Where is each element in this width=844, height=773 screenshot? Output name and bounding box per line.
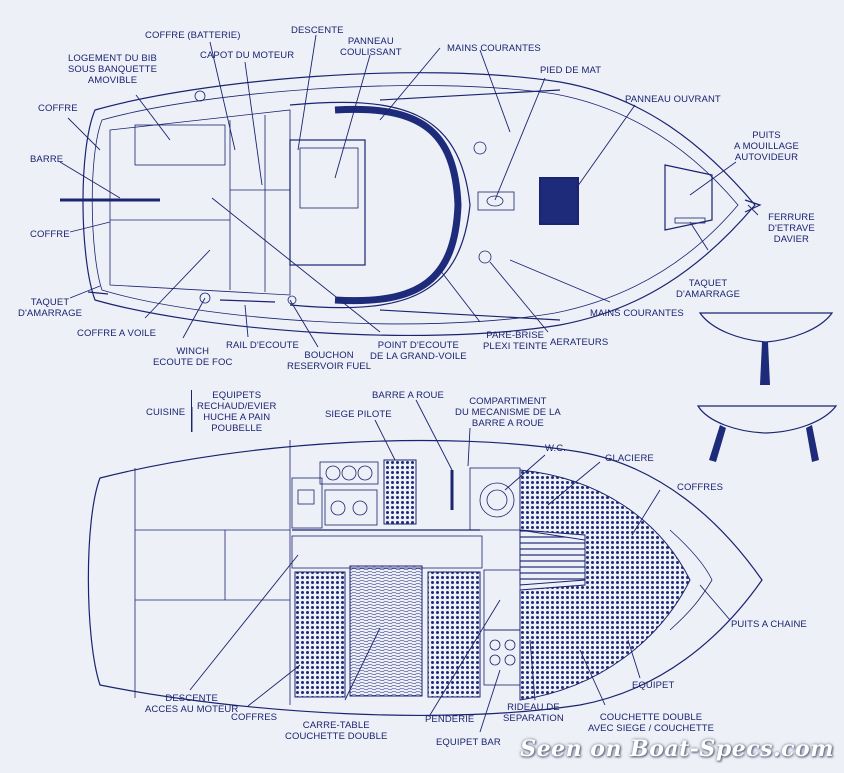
v-berth (519, 469, 691, 701)
saloon-settee-left (294, 571, 346, 698)
bib-locker (134, 124, 226, 166)
windshield (334, 105, 462, 305)
label-coffre-a-voile: COFFRE A VOILE (77, 328, 157, 339)
label-coffres-bottom: COFFRES (231, 712, 278, 723)
label-coffre-top: COFFRE (38, 103, 78, 114)
bilge-keel-left (709, 425, 726, 462)
saloon-settee-right (427, 571, 481, 698)
label-barre: BARRE (30, 154, 64, 165)
leader-lines (59, 34, 759, 733)
label-capot-moteur: CAPOT DU MOTEUR (200, 50, 295, 61)
deck-plan (60, 72, 762, 337)
cuisine-bracket (191, 390, 192, 432)
keel-profiles (696, 312, 838, 462)
label-glaciere: GLACIERE (605, 453, 654, 464)
pilot-seat (383, 459, 417, 525)
label-equipet-bar: EQUIPET BAR (436, 737, 501, 748)
label-penderie: PENDERIE (425, 714, 475, 725)
label-mains-courantes-bottom: MAINS COURANTES (590, 308, 684, 319)
label-descente-top: DESCENTE (291, 25, 344, 36)
label-siege-pilote: SIEGE PILOTE (325, 409, 392, 420)
watermark: Seen on Boat-Specs.com (520, 736, 834, 762)
label-mains-courantes-top: MAINS COURANTES (447, 43, 541, 54)
label-wc: W.C. (545, 443, 566, 454)
label-cuisine: CUISINE (146, 407, 186, 418)
label-aerateurs: AERATEURS (550, 337, 609, 348)
label-pied-de-mat: PIED DE MAT (540, 65, 602, 76)
saloon-table (349, 565, 423, 697)
fin-keel (760, 342, 770, 385)
label-coffres-right: COFFRES (677, 482, 724, 493)
label-puits-a-chaine: PUITS A CHAINE (731, 619, 807, 630)
label-coffre-mid: COFFRE (30, 229, 70, 240)
label-rail-ecoute: RAIL D'ECOUTE (226, 340, 299, 351)
forward-hatch (539, 177, 579, 225)
label-coffre-batterie: COFFRE (BATTERIE) (145, 30, 241, 41)
bilge-keel-right (806, 425, 819, 462)
label-panneau-ouvrant: PANNEAU OUVRANT (625, 94, 721, 105)
interior-plan (87, 439, 763, 717)
label-barre-a-roue: BARRE A ROUE (372, 390, 444, 401)
label-equipet: EQUIPET (632, 680, 675, 691)
